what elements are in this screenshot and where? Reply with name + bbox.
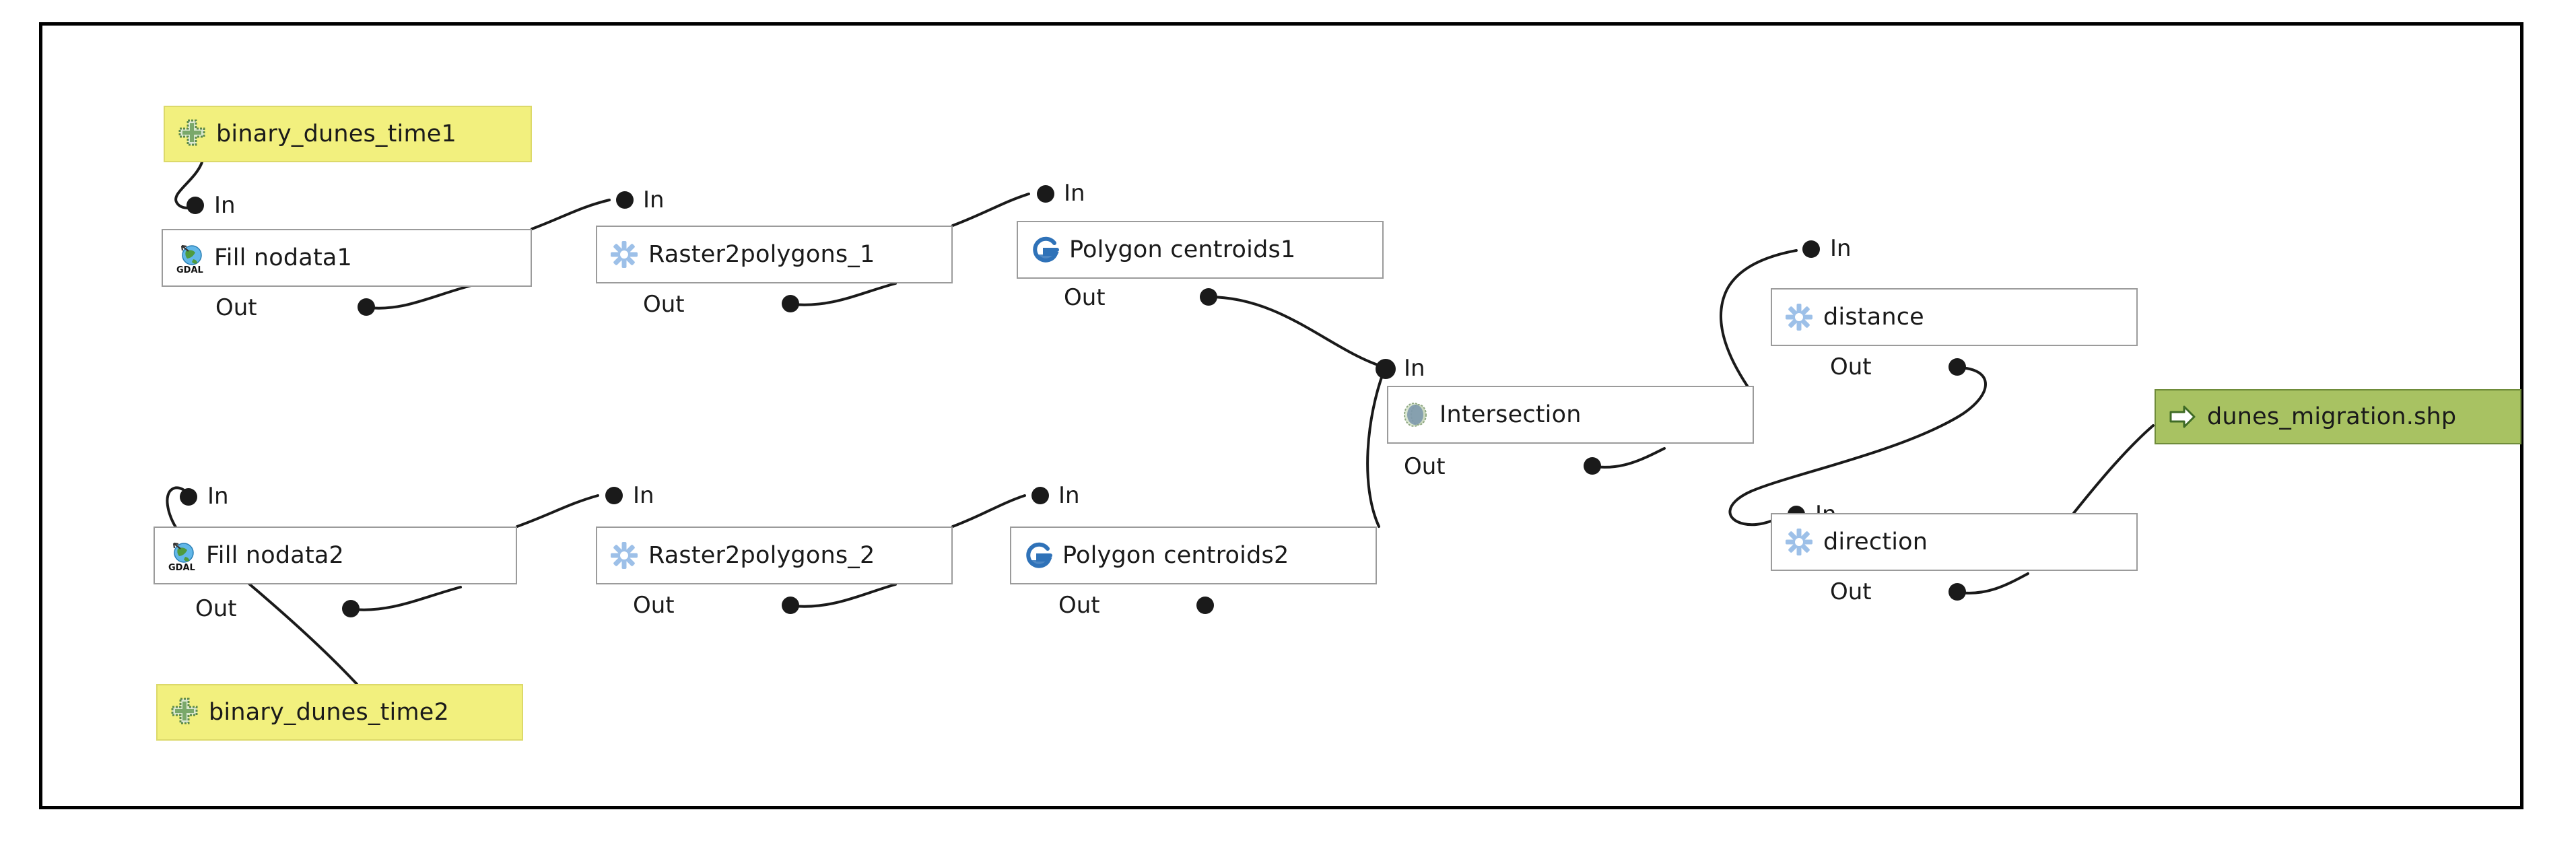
node-label: binary_dunes_time2 [209, 698, 449, 726]
port-label-fillnodata2-out: Out [195, 595, 237, 622]
snowflake-icon [1782, 300, 1817, 335]
node-binary-dunes-time1[interactable]: binary_dunes_time1 [164, 106, 532, 162]
node-label: Polygon centroids2 [1062, 541, 1289, 569]
node-direction[interactable]: direction [1771, 513, 2138, 571]
node-label: direction [1823, 528, 1928, 555]
saga-g-icon [1027, 232, 1062, 267]
node-distance[interactable]: distance [1771, 288, 2138, 346]
port-label-pc1-in: In [1064, 180, 1085, 207]
node-fill-nodata2[interactable]: GDAL Fill nodata2 [154, 527, 517, 584]
node-polygon-centroids1[interactable]: Polygon centroids1 [1017, 221, 1384, 279]
port-label-pc2-out: Out [1058, 592, 1100, 619]
port-label-r2p2-in: In [633, 482, 654, 509]
snowflake-icon [607, 538, 642, 573]
port-label-pc1-out: Out [1064, 284, 1106, 311]
node-label: Raster2polygons_2 [648, 541, 875, 569]
port-label-intersection-in: In [1404, 355, 1425, 382]
node-polygon-centroids2[interactable]: Polygon centroids2 [1010, 527, 1377, 584]
node-binary-dunes-time2[interactable]: binary_dunes_time2 [156, 684, 523, 741]
node-intersection[interactable]: Intersection [1387, 386, 1754, 444]
port-label-intersection-out: Out [1404, 453, 1446, 480]
node-label: Intersection [1439, 401, 1582, 428]
node-label: Raster2polygons_1 [648, 240, 875, 268]
snowflake-icon [1782, 524, 1817, 560]
green-arrow-icon [2165, 399, 2200, 434]
port-label-distance-in: In [1830, 235, 1852, 262]
port-label-distance-out: Out [1830, 353, 1872, 380]
node-label: Fill nodata2 [206, 541, 344, 569]
port-label-fillnodata1-in: In [214, 192, 236, 219]
port-label-r2p1-out: Out [643, 291, 685, 318]
node-label: binary_dunes_time1 [216, 120, 456, 147]
saga-g-icon [1021, 538, 1056, 573]
port-label-fillnodata2-in: In [207, 483, 229, 510]
svg-text:GDAL: GDAL [168, 563, 195, 573]
node-label: Fill nodata1 [214, 244, 352, 271]
gdal-globe-icon: GDAL [172, 240, 207, 275]
node-label: Polygon centroids1 [1069, 236, 1296, 263]
green-plus-icon [167, 695, 202, 730]
node-dunes-migration-shp[interactable]: dunes_migration.shp [2155, 389, 2521, 444]
green-plus-icon [174, 116, 209, 151]
port-label-pc2-in: In [1058, 482, 1080, 509]
port-label-r2p2-out: Out [633, 592, 675, 619]
node-label: dunes_migration.shp [2207, 403, 2457, 430]
node-label: distance [1823, 303, 1924, 331]
port-label-direction-out: Out [1830, 578, 1872, 605]
intersection-polygons-icon [1398, 397, 1433, 432]
node-raster2polygons-2[interactable]: Raster2polygons_2 [596, 527, 953, 584]
svg-text:GDAL: GDAL [176, 265, 203, 275]
node-raster2polygons-1[interactable]: Raster2polygons_1 [596, 226, 953, 283]
gdal-globe-icon: GDAL [164, 538, 199, 573]
node-fill-nodata1[interactable]: GDAL Fill nodata1 [162, 229, 532, 287]
port-label-r2p1-in: In [643, 187, 665, 213]
port-label-fillnodata1-out: Out [215, 294, 257, 321]
snowflake-icon [607, 237, 642, 272]
